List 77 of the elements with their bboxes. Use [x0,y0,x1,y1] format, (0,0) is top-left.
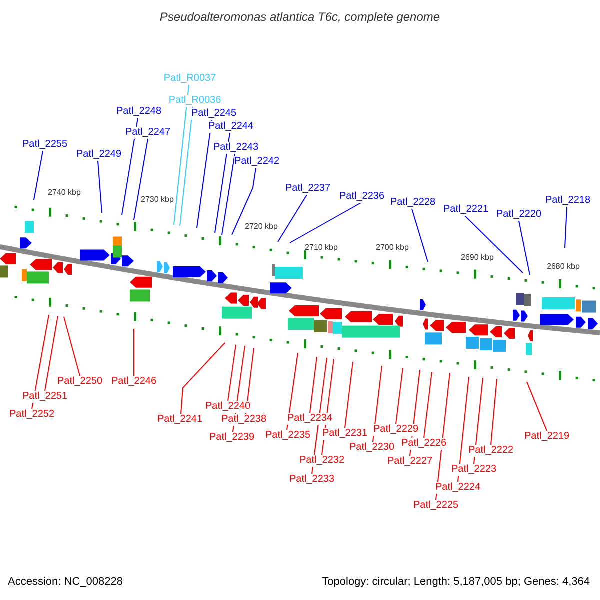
gene-label: Patl_2232 [299,455,345,467]
gene-label: Patl_2227 [387,456,433,468]
gene-label: Patl_2243 [213,142,259,154]
scale-label: 2680 kbp [547,262,580,271]
gene-label: Patl_R0037 [164,73,216,85]
leader-line [98,160,102,214]
scale-label: 2710 kbp [305,243,338,252]
gene-label: Patl_2242 [234,156,280,168]
gene-label: Patl_2250 [57,376,103,388]
gene-label: Patl_2239 [209,432,255,444]
leader-line [180,106,194,226]
gene-label: Patl_2218 [545,195,591,207]
gene-label: Patl_2237 [285,183,331,195]
gene-label: Patl_2230 [349,442,395,454]
genome-info-text: Topology: circular; Length: 5,187,005 bp; Genes: 4,364 [322,576,590,588]
leader-line [174,84,190,226]
gene-label: Patl_2231 [322,428,368,440]
scale-label: 2700 kbp [376,243,409,252]
leader-line [44,316,58,392]
leader-line [518,220,530,276]
gene-label: Patl_2228 [390,197,436,209]
leader-line [396,368,404,424]
leader-line [344,362,354,428]
leader-line [526,382,548,432]
gene-label: Patl_2247 [125,127,171,139]
gene-label: Patl_2238 [221,414,267,426]
leader-line [424,372,432,438]
gene-label: Patl_2229 [373,424,419,436]
leader-line [232,168,256,236]
gene-label: Patl_2241 [157,414,203,426]
scale-label: 2720 kbp [245,222,278,231]
gene-label: Patl_2236 [339,191,385,203]
gene-label: Patl_2220 [496,209,542,221]
gene-label: Patl_2240 [205,401,251,413]
gene-label: Patl_2224 [435,482,481,494]
leader-line [196,120,212,228]
leader-line [134,138,148,220]
gene-label: Patl_2226 [401,438,447,450]
scale-label: 2730 kbp [141,195,174,204]
leader-line [290,202,362,244]
leader-line [278,194,308,242]
gene-label: Patl_2221 [443,204,489,216]
leader-line [34,150,44,200]
gene-label: Patl_2244 [208,121,254,133]
gene-label: Patl_R0036 [168,95,222,107]
title: Pseudoalteromonas atlantica T6c, complete genome [160,10,440,24]
leader-line [310,356,318,414]
leader-line [412,208,428,262]
gene-label: Patl_2234 [287,413,333,425]
leader-line [122,118,138,216]
gene-label: Patl_2223 [451,464,497,476]
gene-label: Patl_2251 [22,391,68,403]
leader-line [228,344,236,402]
leader-line [564,206,568,248]
gene-label: Patl_2222 [468,445,514,457]
leader-line [222,154,236,236]
leader-line [32,314,50,410]
leader-line [180,342,226,414]
leader-line [474,378,484,464]
gene-label: Patl_2255 [22,139,68,151]
gene-label: Patl_2219 [524,431,570,443]
leader-line [458,376,470,482]
leader-line [64,316,80,376]
accession-text: Accession: NC_008228 [8,576,123,588]
gene-label: Patl_2245 [191,108,237,120]
gene-label: Patl_2246 [111,376,157,388]
gene-label: Patl_2225 [413,500,459,512]
scale-label: 2740 kbp [48,188,81,197]
leader-line [490,378,498,446]
gene-label: Patl_2235 [265,430,311,442]
gene-label: Patl_2252 [9,409,55,421]
gene-label: Patl_2248 [116,106,162,118]
gene-label: Patl_2233 [289,474,335,486]
leader-line [464,216,524,274]
leader-line [214,132,230,234]
scale-label: 2690 kbp [461,253,494,262]
gene-label: Patl_2249 [76,149,122,161]
